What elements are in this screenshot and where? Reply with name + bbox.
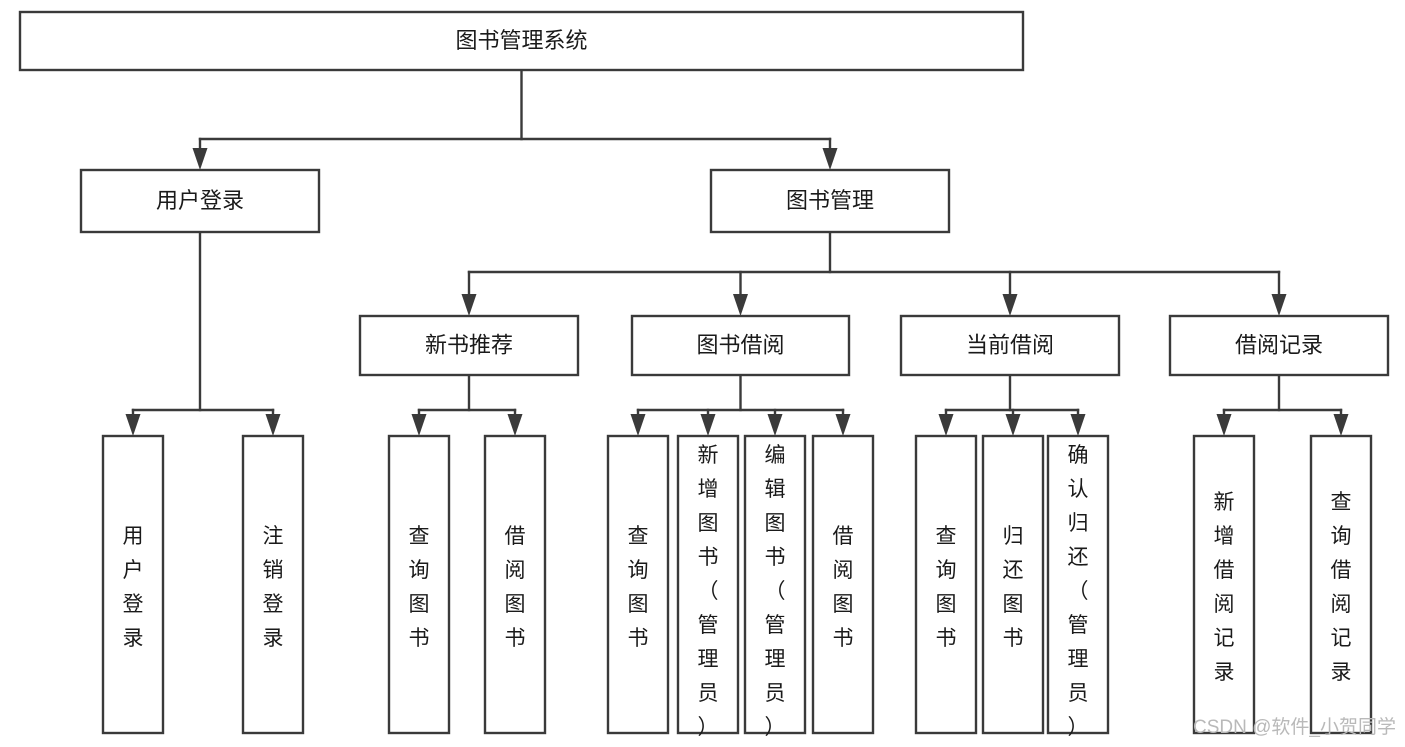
node-leaf-logout[interactable]: 注销登录 [241,434,305,735]
node-label: 归还图书 [1003,525,1024,650]
arrow-head-icon [822,148,838,170]
node-label: 用户登录 [156,188,244,213]
arrow-head-icon [1002,294,1018,316]
node-leaf-query-record[interactable]: 查询借阅记录 [1309,434,1373,735]
node-leaf-query-book-3[interactable]: 查询图书 [914,434,978,735]
node-leaf-borrow-book-1[interactable]: 借阅图书 [483,434,547,735]
arrow-head-icon [265,414,281,436]
node-label: 新增借阅记录 [1214,491,1235,684]
node-leaf-user-login[interactable]: 用户登录 [101,434,165,735]
node-label: 图书借阅 [696,332,784,357]
connector-group-user-login [125,230,281,436]
arrow-head-icon [767,414,783,436]
connector-group-current-borrow [938,373,1086,436]
node-box[interactable] [79,168,321,234]
node-label: 当前借阅 [966,332,1054,357]
node-leaf-return-book[interactable]: 归还图书 [981,434,1045,735]
node-label: 借阅图书 [505,525,526,650]
node-box[interactable] [18,10,1025,72]
node-label: 查询借阅记录 [1331,491,1352,684]
node-box[interactable] [606,434,670,735]
node-leaf-query-book-1[interactable]: 查询图书 [387,434,451,735]
node-label: 查询图书 [409,525,430,650]
node-user-login[interactable]: 用户登录 [79,168,321,234]
node-book-borrow[interactable]: 图书借阅 [630,314,851,377]
node-label: 新书推荐 [425,332,513,357]
node-label: 注销登录 [263,525,284,650]
node-layer: 图书管理系统用户登录图书管理新书推荐图书借阅当前借阅借阅记录用户登录注销登录查询… [18,10,1390,739]
arrow-head-icon [1333,414,1349,436]
node-label: 用户登录 [123,525,144,650]
node-leaf-edit-book[interactable]: 编辑图书（管理员） [743,434,807,739]
node-box[interactable] [1309,434,1373,735]
node-label: 图书管理系统 [455,28,587,53]
node-box[interactable] [358,314,580,377]
node-root[interactable]: 图书管理系统 [18,10,1025,72]
connector-group-book-borrow [630,373,851,436]
node-borrow-record[interactable]: 借阅记录 [1168,314,1390,377]
connector-layer [125,68,1349,436]
node-box[interactable] [1192,434,1256,735]
node-label: 确认归还（管理员） [1068,444,1089,739]
arrow-head-icon [411,414,427,436]
node-new-book-recommend[interactable]: 新书推荐 [358,314,580,377]
node-box[interactable] [981,434,1045,735]
node-box[interactable] [483,434,547,735]
arrow-head-icon [835,414,851,436]
node-leaf-borrow-book-2[interactable]: 借阅图书 [811,434,875,735]
arrow-head-icon [1216,414,1232,436]
node-label: 借阅图书 [833,525,854,650]
arrow-head-icon [1070,414,1086,436]
arrow-head-icon [1005,414,1021,436]
arrow-head-icon [1271,294,1287,316]
node-box[interactable] [1046,434,1110,735]
node-box[interactable] [1168,314,1390,377]
node-box[interactable] [676,434,740,735]
node-box[interactable] [241,434,305,735]
node-box[interactable] [811,434,875,735]
node-leaf-confirm-return[interactable]: 确认归还（管理员） [1046,434,1110,739]
node-leaf-query-book-2[interactable]: 查询图书 [606,434,670,735]
arrow-head-icon [700,414,716,436]
arrow-head-icon [507,414,523,436]
csdn-watermark: CSDN @软件_小贺同学 [1193,716,1396,738]
node-leaf-add-record[interactable]: 新增借阅记录 [1192,434,1256,735]
connector-group-borrow-record [1216,373,1349,436]
arrow-head-icon [733,294,748,316]
connector-group-book-manage [461,230,1287,316]
node-label: 图书管理 [786,188,874,213]
arrow-head-icon [461,294,477,316]
node-leaf-add-book[interactable]: 新增图书（管理员） [676,434,740,739]
connector-group-root [192,68,838,170]
node-box[interactable] [899,314,1121,377]
node-box[interactable] [914,434,978,735]
node-label: 查询图书 [936,525,957,650]
arrow-head-icon [125,414,141,436]
connector-group-new-book-recommend [411,373,523,436]
arrow-head-icon [938,414,954,436]
node-book-manage[interactable]: 图书管理 [709,168,951,234]
arrow-head-icon [630,414,646,436]
node-current-borrow[interactable]: 当前借阅 [899,314,1121,377]
node-box[interactable] [630,314,851,377]
node-box[interactable] [387,434,451,735]
node-label: 查询图书 [628,525,649,650]
node-box[interactable] [101,434,165,735]
node-label: 新增图书（管理员） [698,444,719,739]
node-box[interactable] [743,434,807,735]
node-box[interactable] [709,168,951,234]
node-label: 借阅记录 [1235,332,1323,357]
arrow-head-icon [192,148,208,170]
node-label: 编辑图书（管理员） [765,444,786,739]
